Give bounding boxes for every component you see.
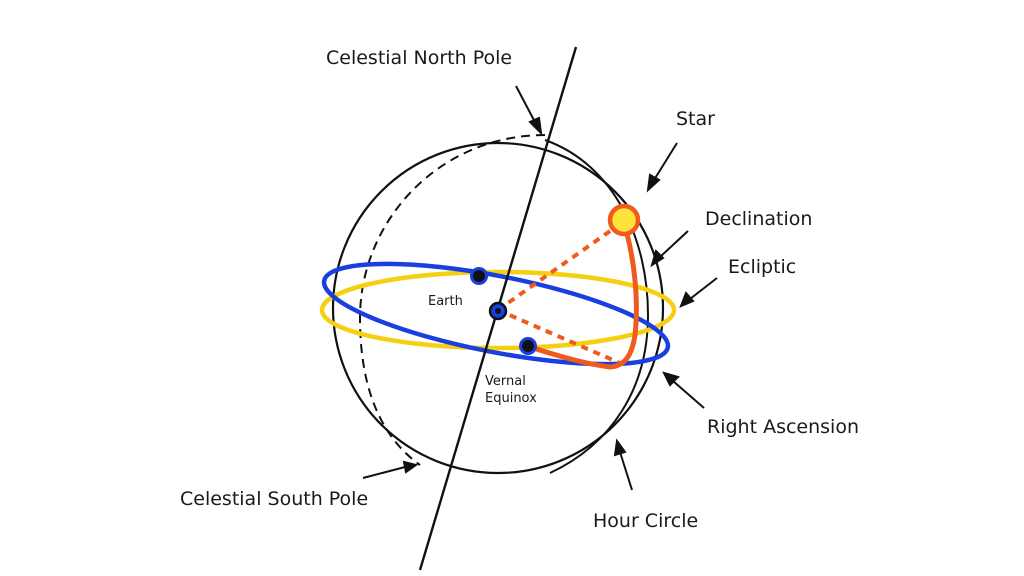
arrowhead-south-pole — [402, 460, 419, 474]
arrowhead-star — [646, 173, 661, 193]
celestial-equator-ring — [321, 261, 671, 367]
arrow-north-pole — [515, 85, 537, 125]
arrow-hour-circle — [619, 451, 633, 491]
label-ecliptic: Ecliptic — [728, 256, 796, 278]
label-north-pole: Celestial North Pole — [326, 47, 512, 69]
label-hour-circle: Hour Circle — [593, 510, 698, 532]
projection-line — [497, 308, 623, 366]
arrowhead-ecliptic — [679, 291, 695, 308]
label-equinox: Equinox — [485, 391, 537, 406]
ecliptic-ring — [319, 269, 677, 351]
back-meridian-dashed — [358, 134, 546, 466]
arrow-declination — [659, 230, 689, 258]
equator-point-upper — [470, 267, 488, 285]
arrow-south-pole — [362, 466, 406, 479]
arrowhead-hour-circle — [613, 438, 627, 457]
star-direction-line — [496, 222, 622, 312]
label-earth: Earth — [428, 294, 463, 309]
arrow-star — [653, 142, 678, 181]
earth-marker-center — [495, 308, 501, 314]
declination-arc — [526, 223, 639, 370]
arrowhead-right-ascension — [662, 371, 680, 387]
star-marker — [607, 203, 641, 237]
arrow-right-ascension — [672, 380, 705, 409]
label-vernal: Vernal — [485, 374, 526, 389]
arrowhead-declination — [650, 249, 665, 268]
label-south-pole: Celestial South Pole — [180, 488, 368, 510]
arrow-ecliptic — [689, 277, 718, 300]
celestial-sphere — [331, 141, 665, 475]
arrowhead-north-pole — [528, 116, 543, 136]
vernal-equinox-point — [519, 337, 537, 355]
pointer-arrows — [362, 85, 718, 491]
hour-circle — [544, 139, 650, 474]
label-star: Star — [676, 108, 715, 130]
label-declination: Declination — [705, 208, 812, 230]
label-right-ascension: Right Ascension — [707, 416, 859, 438]
